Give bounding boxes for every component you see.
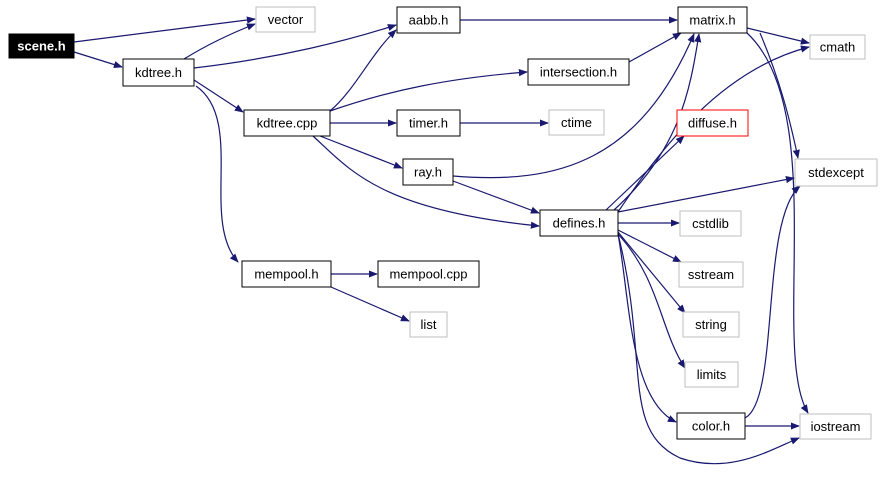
- edge-intersection-h-to-matrix-h: [628, 32, 682, 63]
- node-label: matrix.h: [689, 13, 735, 28]
- node-box: [377, 260, 480, 288]
- edge-scene-h-to-vector: [73, 16, 256, 43]
- node-box: [539, 209, 619, 237]
- edges-layer: [73, 16, 810, 465]
- node-label: cstdlib: [692, 216, 729, 231]
- node-box: [678, 261, 744, 288]
- edge-defines-h-to-string: [617, 231, 686, 314]
- node-kdtree-cpp[interactable]: kdtree.cpp: [243, 109, 331, 137]
- node-box: [682, 311, 740, 338]
- edge-matrix-h-to-stdexcept: [759, 32, 800, 159]
- node-label: stdexcept: [808, 165, 864, 180]
- node-box: [241, 260, 332, 288]
- node-ray-h[interactable]: ray.h: [402, 158, 454, 186]
- node-intersection-h[interactable]: intersection.h: [527, 58, 630, 86]
- node-box: [679, 210, 742, 237]
- node-box: [794, 158, 878, 187]
- node-box: [676, 412, 746, 440]
- node-box: [809, 34, 866, 60]
- node-box: [122, 58, 195, 87]
- edge-ray-h-to-matrix-h: [452, 33, 695, 179]
- node-box: [548, 109, 605, 136]
- nodes-layer: scene.h vector kdtree.h aabb.h matrix.h cmath…: [8, 6, 878, 440]
- node-label: limits: [697, 367, 727, 382]
- node-label: ray.h: [414, 165, 442, 180]
- node-sstream: sstream: [678, 261, 744, 288]
- node-aabb-h[interactable]: aabb.h: [396, 6, 461, 34]
- node-mempool-cpp[interactable]: mempool.cpp: [377, 260, 480, 288]
- node-box: [409, 311, 448, 338]
- node-cmath: cmath: [809, 34, 866, 60]
- node-label: scene.h: [17, 39, 65, 54]
- node-label: aabb.h: [409, 13, 449, 28]
- node-diffuse-h[interactable]: diffuse.h: [676, 109, 749, 137]
- node-label: kdtree.h: [135, 65, 182, 80]
- edge-color-h-to-stdexcept: [744, 185, 801, 419]
- node-vector: vector: [255, 6, 316, 33]
- edge-scene-h-to-kdtree-h: [73, 51, 123, 69]
- edge-kdtree-h-to-vector: [183, 23, 256, 60]
- edge-defines-h-to-color-h: [617, 233, 677, 423]
- edge-ray-h-to-defines-h: [452, 180, 540, 214]
- edge-defines-h-to-iostream: [617, 233, 800, 465]
- node-label: iostream: [811, 419, 861, 434]
- node-box: [396, 6, 461, 34]
- node-iostream: iostream: [799, 413, 872, 440]
- node-box: [677, 6, 748, 34]
- edge-kdtree-h-to-aabb-h: [193, 24, 397, 69]
- node-label: ctime: [561, 115, 592, 130]
- node-box: [243, 109, 331, 137]
- edge-defines-h-to-stdexcept: [617, 176, 795, 213]
- node-box: [8, 33, 75, 59]
- node-box: [799, 413, 872, 440]
- node-stdexcept: stdexcept: [794, 158, 878, 187]
- node-label: color.h: [692, 419, 730, 434]
- node-box: [684, 361, 739, 388]
- edge-kdtree-h-to-kdtree-cpp: [193, 79, 244, 113]
- node-string: string: [682, 311, 740, 338]
- node-mempool-h[interactable]: mempool.h: [241, 260, 332, 288]
- node-cstdlib: cstdlib: [679, 210, 742, 237]
- edge-matrix-h-to-cmath: [746, 27, 810, 45]
- node-box: [676, 109, 749, 137]
- edge-kdtree-cpp-to-defines-h: [312, 135, 540, 229]
- node-label: string: [695, 317, 727, 332]
- node-timer-h[interactable]: timer.h: [396, 109, 461, 137]
- node-label: mempool.h: [254, 267, 318, 282]
- edge-mempool-h-to-list: [330, 286, 410, 322]
- node-label: list: [421, 317, 437, 332]
- edge-defines-h-to-sstream: [617, 229, 682, 263]
- edge-kdtree-h-to-mempool-h: [195, 85, 239, 263]
- edge-matrix-h-to-iostream: [746, 32, 809, 414]
- node-label: diffuse.h: [688, 116, 737, 131]
- node-kdtree-h[interactable]: kdtree.h: [122, 58, 195, 87]
- edge-kdtree-cpp-to-ray-h: [319, 135, 403, 169]
- edge-defines-h-to-diffuse-h: [605, 135, 685, 211]
- node-label: kdtree.cpp: [257, 116, 318, 131]
- node-scene-h: scene.h: [8, 33, 75, 59]
- node-box: [396, 109, 461, 137]
- node-ctime: ctime: [548, 109, 605, 136]
- node-label: timer.h: [409, 116, 448, 131]
- node-label: intersection.h: [540, 65, 617, 80]
- node-matrix-h[interactable]: matrix.h: [677, 6, 748, 34]
- node-label: mempool.cpp: [389, 267, 467, 282]
- edge-kdtree-cpp-to-aabb-h: [329, 29, 397, 112]
- node-list: list: [409, 311, 448, 338]
- node-label: vector: [268, 12, 304, 27]
- node-label: cmath: [820, 40, 855, 55]
- node-color-h[interactable]: color.h: [676, 412, 746, 440]
- node-limits: limits: [684, 361, 739, 388]
- node-box: [527, 58, 630, 86]
- node-label: defines.h: [553, 216, 606, 231]
- node-box: [255, 6, 316, 33]
- edge-defines-h-to-limits: [617, 233, 686, 369]
- node-box: [402, 158, 454, 186]
- edge-kdtree-cpp-to-intersection-h: [329, 69, 528, 112]
- node-label: sstream: [688, 267, 734, 282]
- node-defines-h[interactable]: defines.h: [539, 209, 619, 237]
